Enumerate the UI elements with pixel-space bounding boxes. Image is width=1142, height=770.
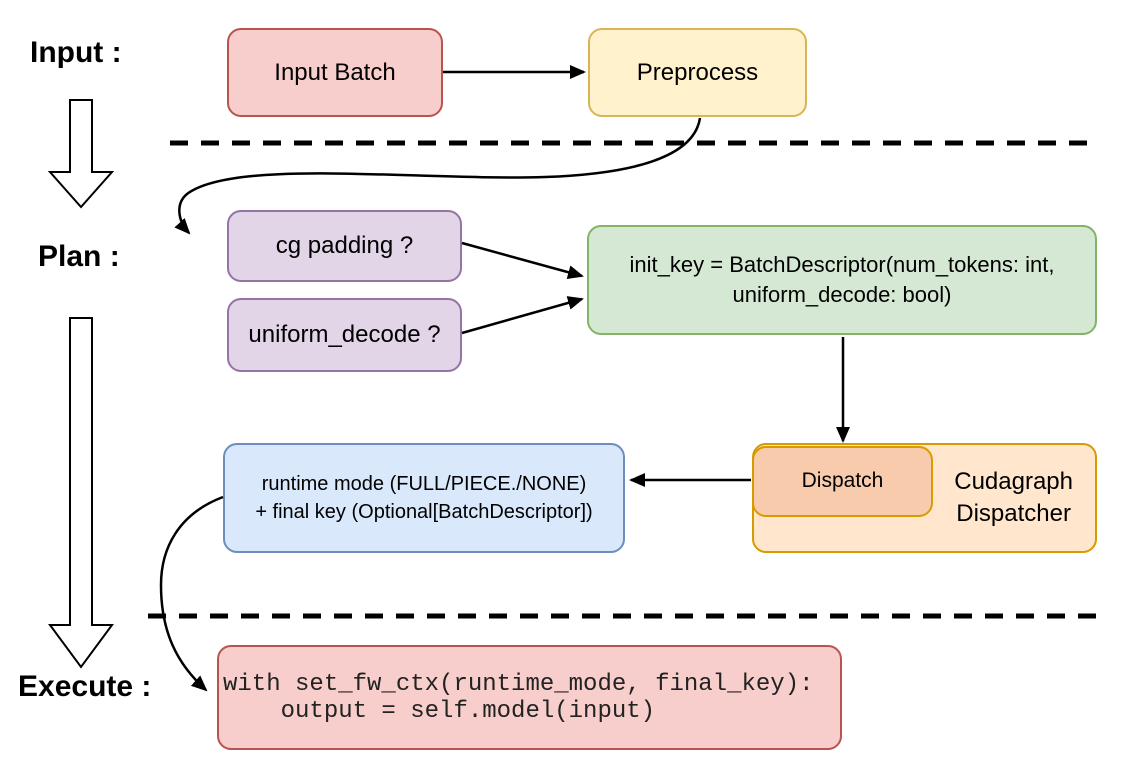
execute-code-node: with set_fw_ctx(runtime_mode, final_key)… [217,645,842,750]
init-key-node: init_key = BatchDescriptor(num_tokens: i… [587,225,1097,335]
arrow-runtime-mode-to-execute-code [159,495,224,692]
cudagraph-dispatcher-line1: Cudagraph [954,468,1073,495]
stage-arrow-input-to-plan-icon [47,99,115,209]
stage-label-input: Input : [30,36,122,69]
input-batch-node: Input Batch [227,28,443,117]
uniform-decode-node: uniform_decode ? [227,298,462,372]
arrow-cg-padding-to-init-key [461,241,584,280]
runtime-mode-node: runtime mode (FULL/PIECE./NONE) + final … [223,443,625,553]
runtime-mode-line1: runtime mode (FULL/PIECE./NONE) [261,473,587,495]
uniform-decode-label: uniform_decode ? [248,321,441,348]
arrow-uniform-decode-to-init-key [461,296,584,335]
cg-padding-label: cg padding ? [275,232,414,259]
execute-code-line1: with set_fw_ctx(runtime_mode, final_key)… [223,670,814,698]
runtime-mode-line2: + final key (Optional[BatchDescriptor]) [255,501,593,523]
dispatch-label: Dispatch [801,469,884,493]
dispatch-node: Dispatch [752,446,933,517]
cg-padding-node: cg padding ? [227,210,462,282]
preprocess-node: Preprocess [588,28,807,117]
init-key-line2: uniform_decode: bool) [732,282,952,307]
input-batch-label: Input Batch [274,58,396,86]
preprocess-label: Preprocess [636,58,759,86]
init-key-line1: init_key = BatchDescriptor(num_tokens: i… [629,252,1055,277]
stage-arrow-plan-to-execute-icon [48,317,114,669]
execute-code-line2: output = self.model(input) [223,697,656,725]
stage-label-execute: Execute : [18,670,152,703]
cudagraph-dispatcher-line2: Dispatcher [956,500,1071,527]
stage-label-plan: Plan : [38,240,120,273]
